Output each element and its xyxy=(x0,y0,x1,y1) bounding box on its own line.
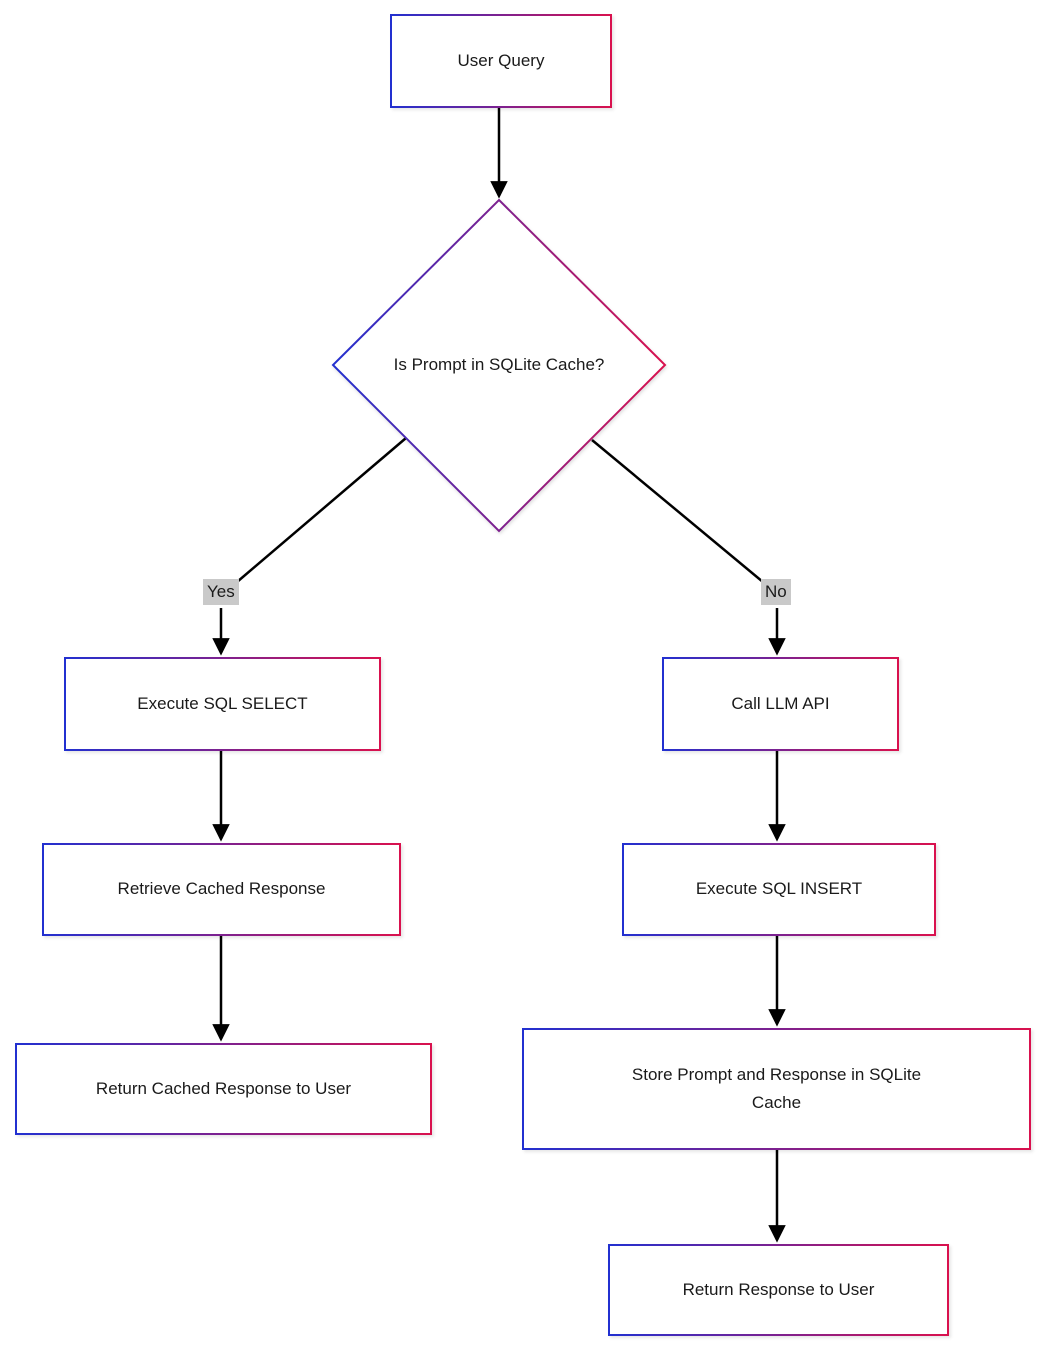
node-retrieve-cached-response-label: Retrieve Cached Response xyxy=(117,879,326,899)
node-user-query-label: User Query xyxy=(457,50,545,70)
edge-decision-to-yes-label xyxy=(236,437,407,583)
node-return-response: Return Response to User xyxy=(608,1244,949,1336)
edge-decision-to-no-label xyxy=(591,439,764,583)
edge-label-no: No xyxy=(761,579,791,605)
node-call-llm-api: Call LLM API xyxy=(662,657,899,751)
node-user-query: User Query xyxy=(390,14,612,108)
node-cache-check-label: Is Prompt in SQLite Cache? xyxy=(393,355,605,374)
edge-label-yes: Yes xyxy=(203,579,239,605)
node-execute-sql-select: Execute SQL SELECT xyxy=(64,657,381,751)
node-execute-sql-insert-label: Execute SQL INSERT xyxy=(695,879,863,899)
node-retrieve-cached-response: Retrieve Cached Response xyxy=(42,843,401,936)
node-return-response-label: Return Response to User xyxy=(682,1279,875,1299)
decision-diamond-shape xyxy=(331,198,667,533)
node-execute-sql-select-label: Execute SQL SELECT xyxy=(137,693,308,713)
node-return-cached-response-label: Return Cached Response to User xyxy=(95,1078,352,1098)
node-execute-sql-insert: Execute SQL INSERT xyxy=(622,843,936,936)
node-return-cached-response: Return Cached Response to User xyxy=(15,1043,432,1135)
node-store-prompt-response: Store Prompt and Response in SQLite Cach… xyxy=(522,1028,1031,1150)
node-call-llm-api-label: Call LLM API xyxy=(731,693,830,713)
node-store-prompt-response-label: Store Prompt and Response in SQLite Cach… xyxy=(631,1064,922,1112)
